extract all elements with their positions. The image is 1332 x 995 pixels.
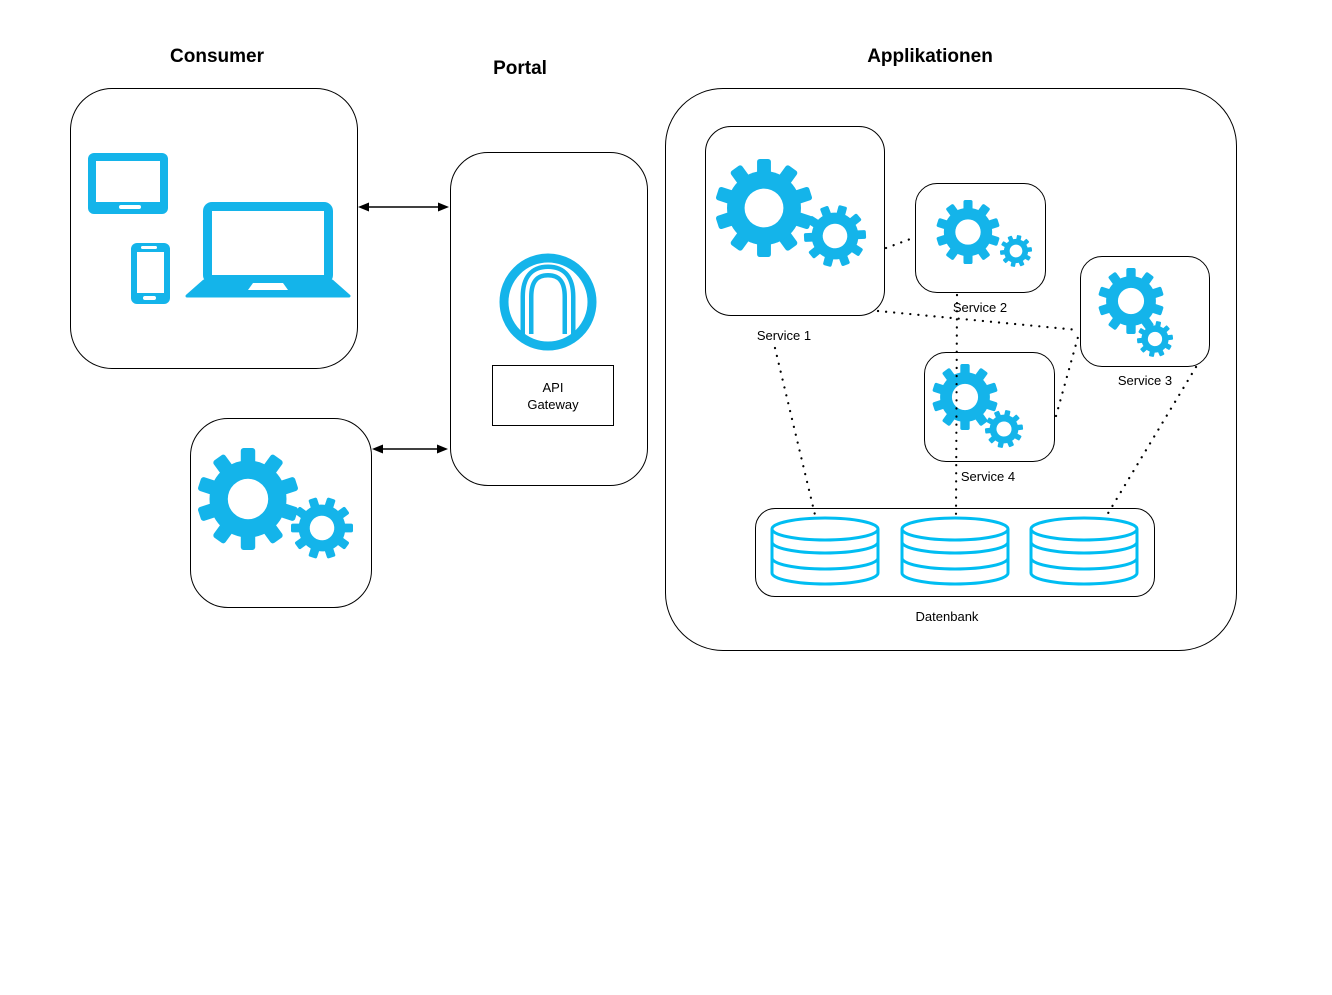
database-cylinder (900, 516, 1010, 586)
datenbank-label: Datenbank (915, 609, 979, 624)
edge-service4-service3 (1054, 335, 1080, 418)
service4-label: Service 4 (960, 469, 1016, 484)
arrow-consumer-portal (358, 202, 449, 212)
smartphone-icon (131, 243, 170, 304)
portal-box (450, 152, 648, 486)
database-cylinder (770, 516, 880, 586)
service4-box (924, 352, 1055, 462)
api-gateway-box: API Gateway (492, 365, 614, 426)
edge-service1-service2 (884, 236, 915, 250)
gateway-icon (499, 253, 597, 351)
portal-title: Portal (493, 58, 547, 79)
tablet-icon (88, 153, 168, 214)
service1-box (705, 126, 885, 316)
applications-box (665, 88, 1237, 651)
arrow-gears-portal (372, 444, 448, 454)
service2-box (915, 183, 1046, 293)
laptop-icon (185, 202, 351, 298)
api-gateway-label-line2: Gateway (527, 396, 579, 412)
database-cylinder (1029, 516, 1139, 586)
service2-label: Service 2 (952, 300, 1008, 315)
datenbank-box (755, 508, 1155, 597)
consumer-title: Consumer (170, 46, 264, 67)
api-gateway-label-line1: API (542, 379, 564, 395)
edge-service1-service3 (876, 309, 1080, 332)
consumer-box (70, 88, 358, 369)
applications-title: Applikationen (867, 46, 993, 67)
service3-label: Service 3 (1117, 373, 1173, 388)
consumer-gears-box (190, 418, 372, 608)
service1-label: Service 1 (756, 328, 812, 343)
service3-box (1080, 256, 1210, 367)
